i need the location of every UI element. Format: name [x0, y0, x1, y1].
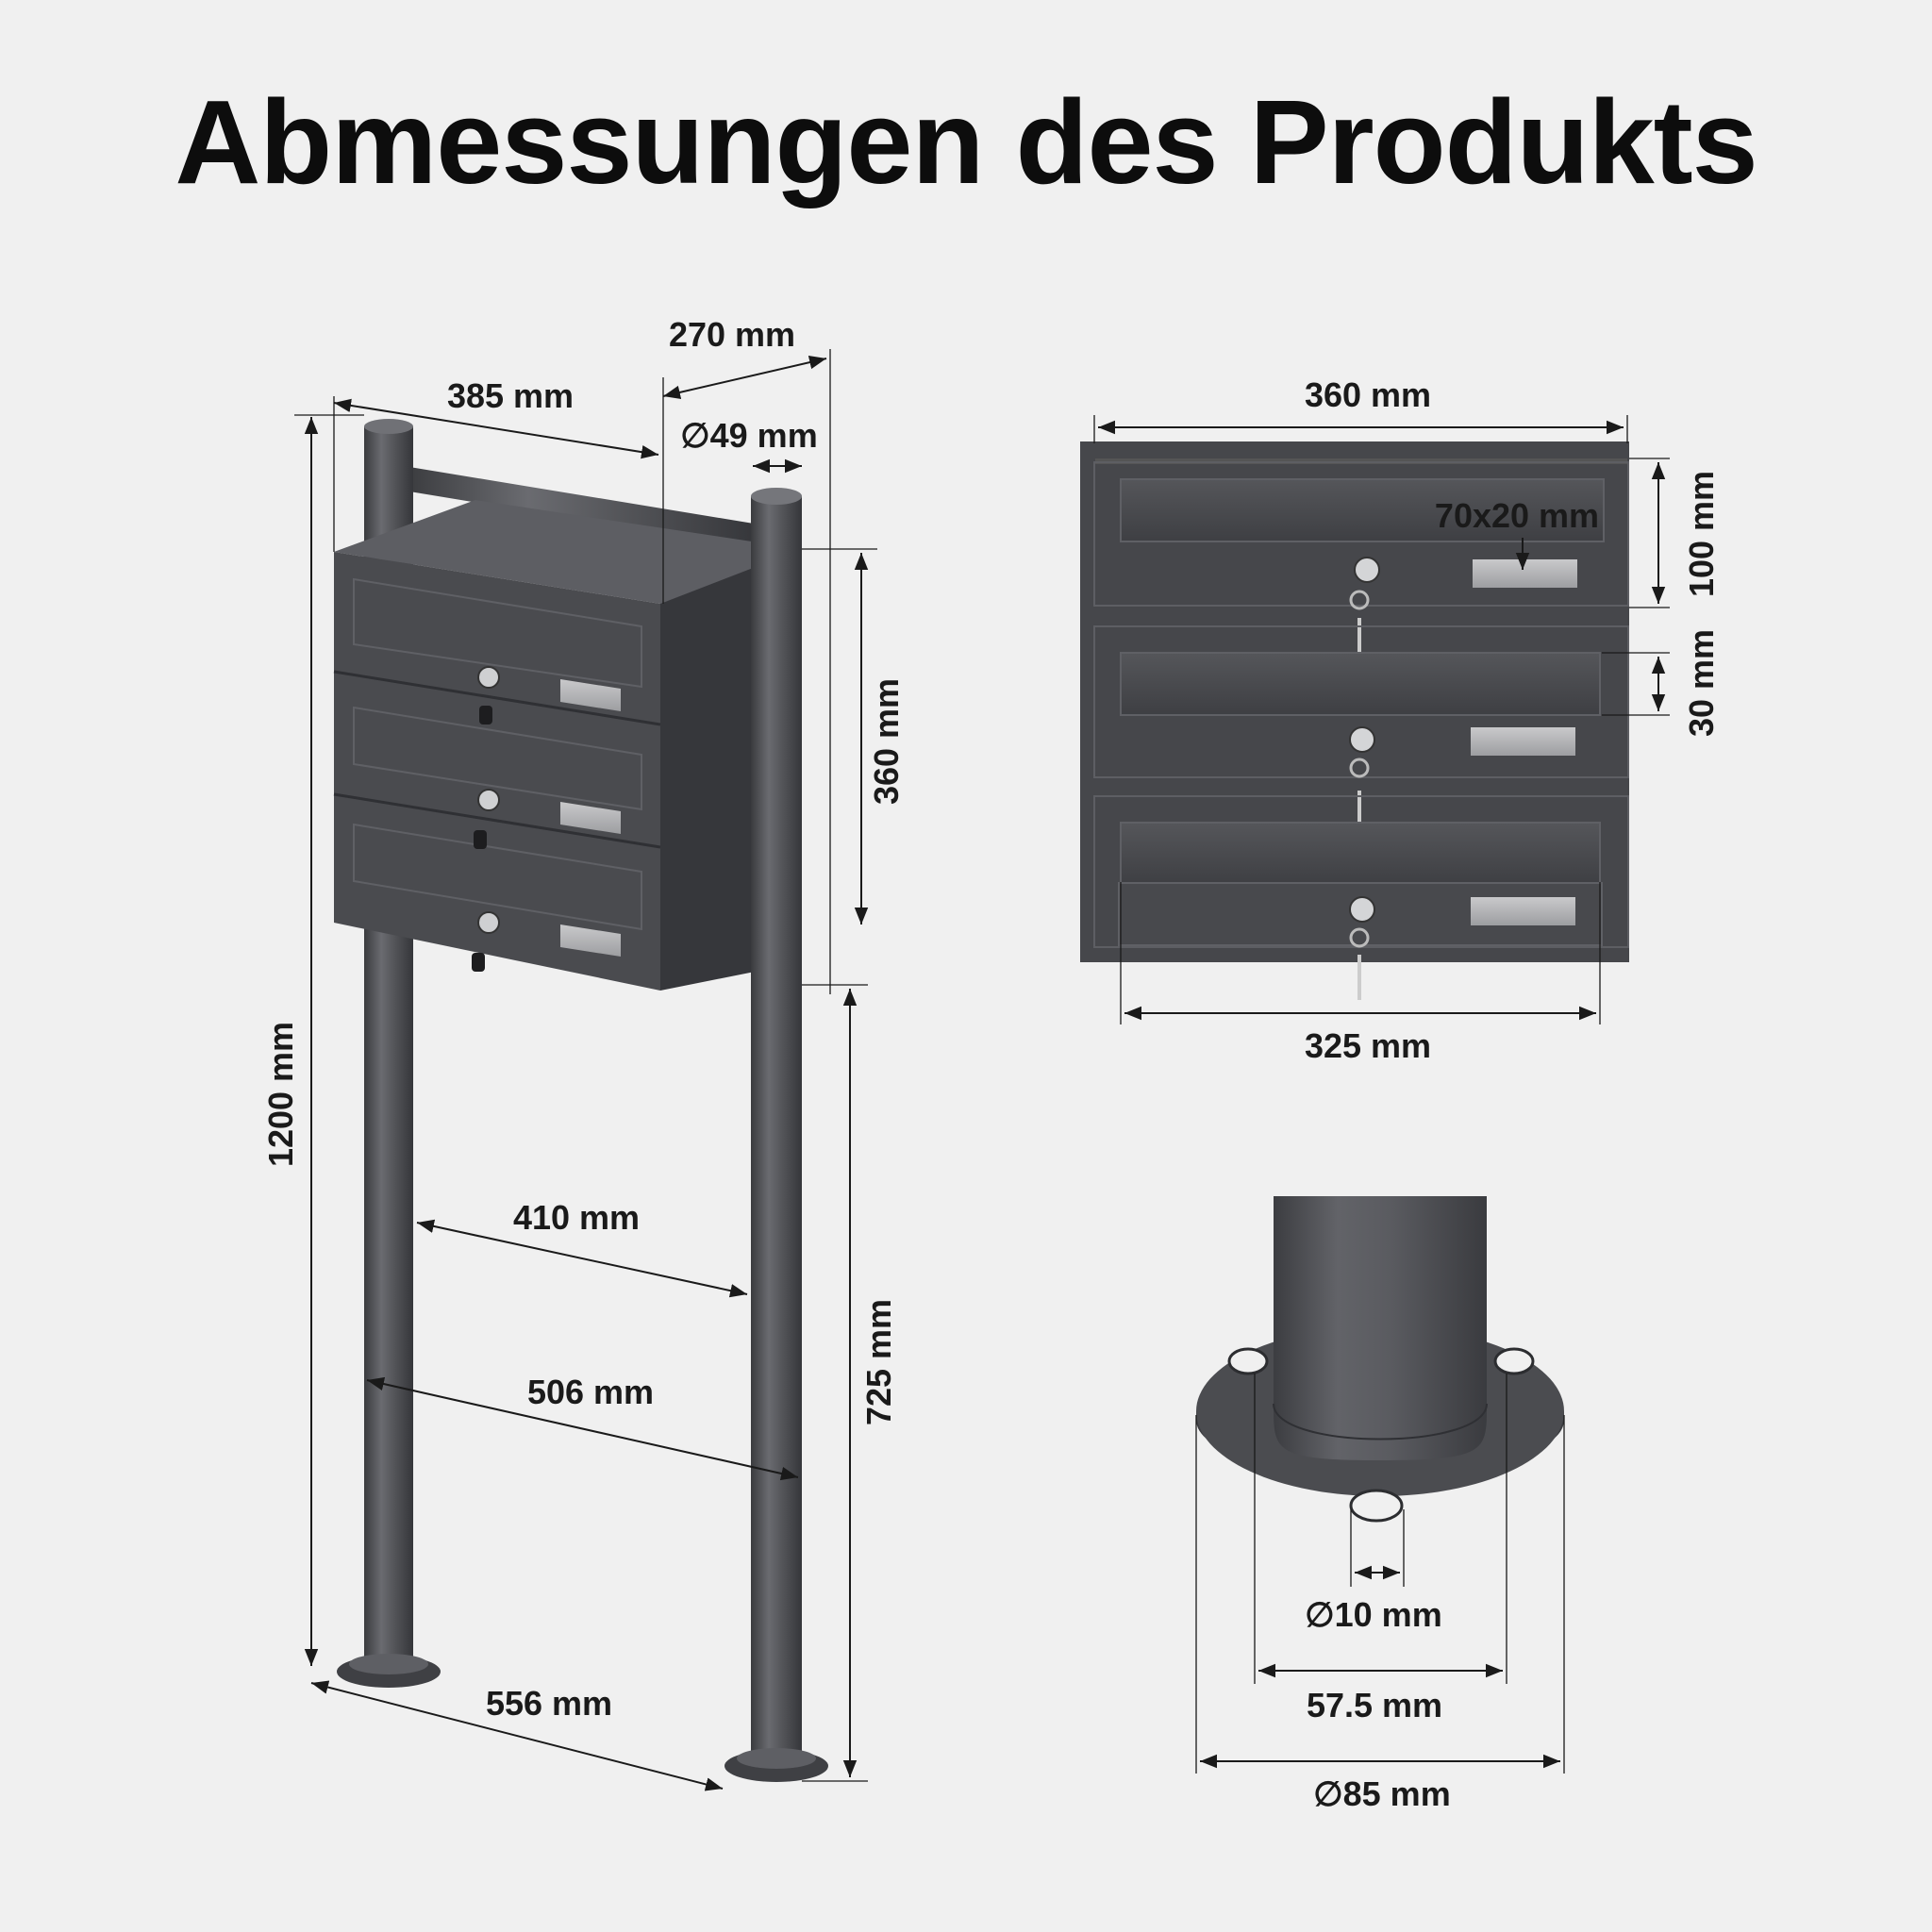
lock-icon — [477, 666, 500, 724]
nameplate — [1471, 727, 1575, 756]
box-top — [334, 500, 802, 604]
right-post — [751, 496, 802, 1766]
mounting-hole — [1493, 1347, 1535, 1375]
label-nameplate: 70x20 mm — [1435, 496, 1599, 535]
label-width-top: 385 mm — [447, 376, 574, 415]
label-box-height: 360 mm — [867, 678, 906, 805]
mailbox-front-view — [1080, 441, 1629, 1000]
lock-icon — [472, 911, 500, 972]
lock-icon — [1349, 726, 1375, 830]
label-depth: 270 mm — [669, 315, 795, 354]
dimension-lines-left — [294, 349, 877, 1791]
nameplate — [1471, 897, 1575, 925]
label-foot-distance: 556 mm — [486, 1684, 612, 1723]
nameplate — [560, 802, 621, 834]
lock-icon — [474, 789, 500, 849]
crossbar — [404, 466, 759, 549]
dimension-lines-foot — [1195, 1374, 1565, 1774]
lock-icon — [1349, 896, 1375, 1000]
mailbox-3d-view — [333, 419, 828, 1782]
label-total-height: 1200 mm — [261, 1022, 300, 1167]
label-compartment-height: 100 mm — [1682, 471, 1721, 597]
label-ground-clearance: 725 mm — [859, 1299, 898, 1425]
label-hole-diameter: ∅10 mm — [1305, 1595, 1441, 1634]
label-post-diameter: ∅49 mm — [680, 416, 817, 455]
page-title: Abmessungen des Produkts — [175, 75, 1757, 208]
label-inner-post-distance: 410 mm — [513, 1198, 640, 1237]
label-base-diameter: ∅85 mm — [1313, 1774, 1450, 1813]
label-slot-height: 30 mm — [1682, 629, 1721, 737]
mounting-hole — [1227, 1347, 1269, 1375]
dimension-labels: 270 mm 385 mm ∅49 mm 360 mm 1200 mm 410 … — [261, 315, 1721, 1813]
nameplate — [560, 924, 621, 957]
label-outer-post-distance: 506 mm — [527, 1373, 654, 1411]
box-front-compartments — [333, 577, 661, 972]
mounting-hole — [1349, 1489, 1404, 1523]
label-slot-width: 325 mm — [1305, 1026, 1431, 1065]
nameplate — [1473, 559, 1577, 588]
nameplate — [560, 679, 621, 711]
label-hole-distance: 57.5 mm — [1307, 1686, 1442, 1724]
box-front — [334, 552, 660, 991]
post-foot-detail — [1196, 1196, 1564, 1523]
label-front-width: 360 mm — [1305, 375, 1431, 414]
dimension-lines-front — [1093, 415, 1670, 1024]
